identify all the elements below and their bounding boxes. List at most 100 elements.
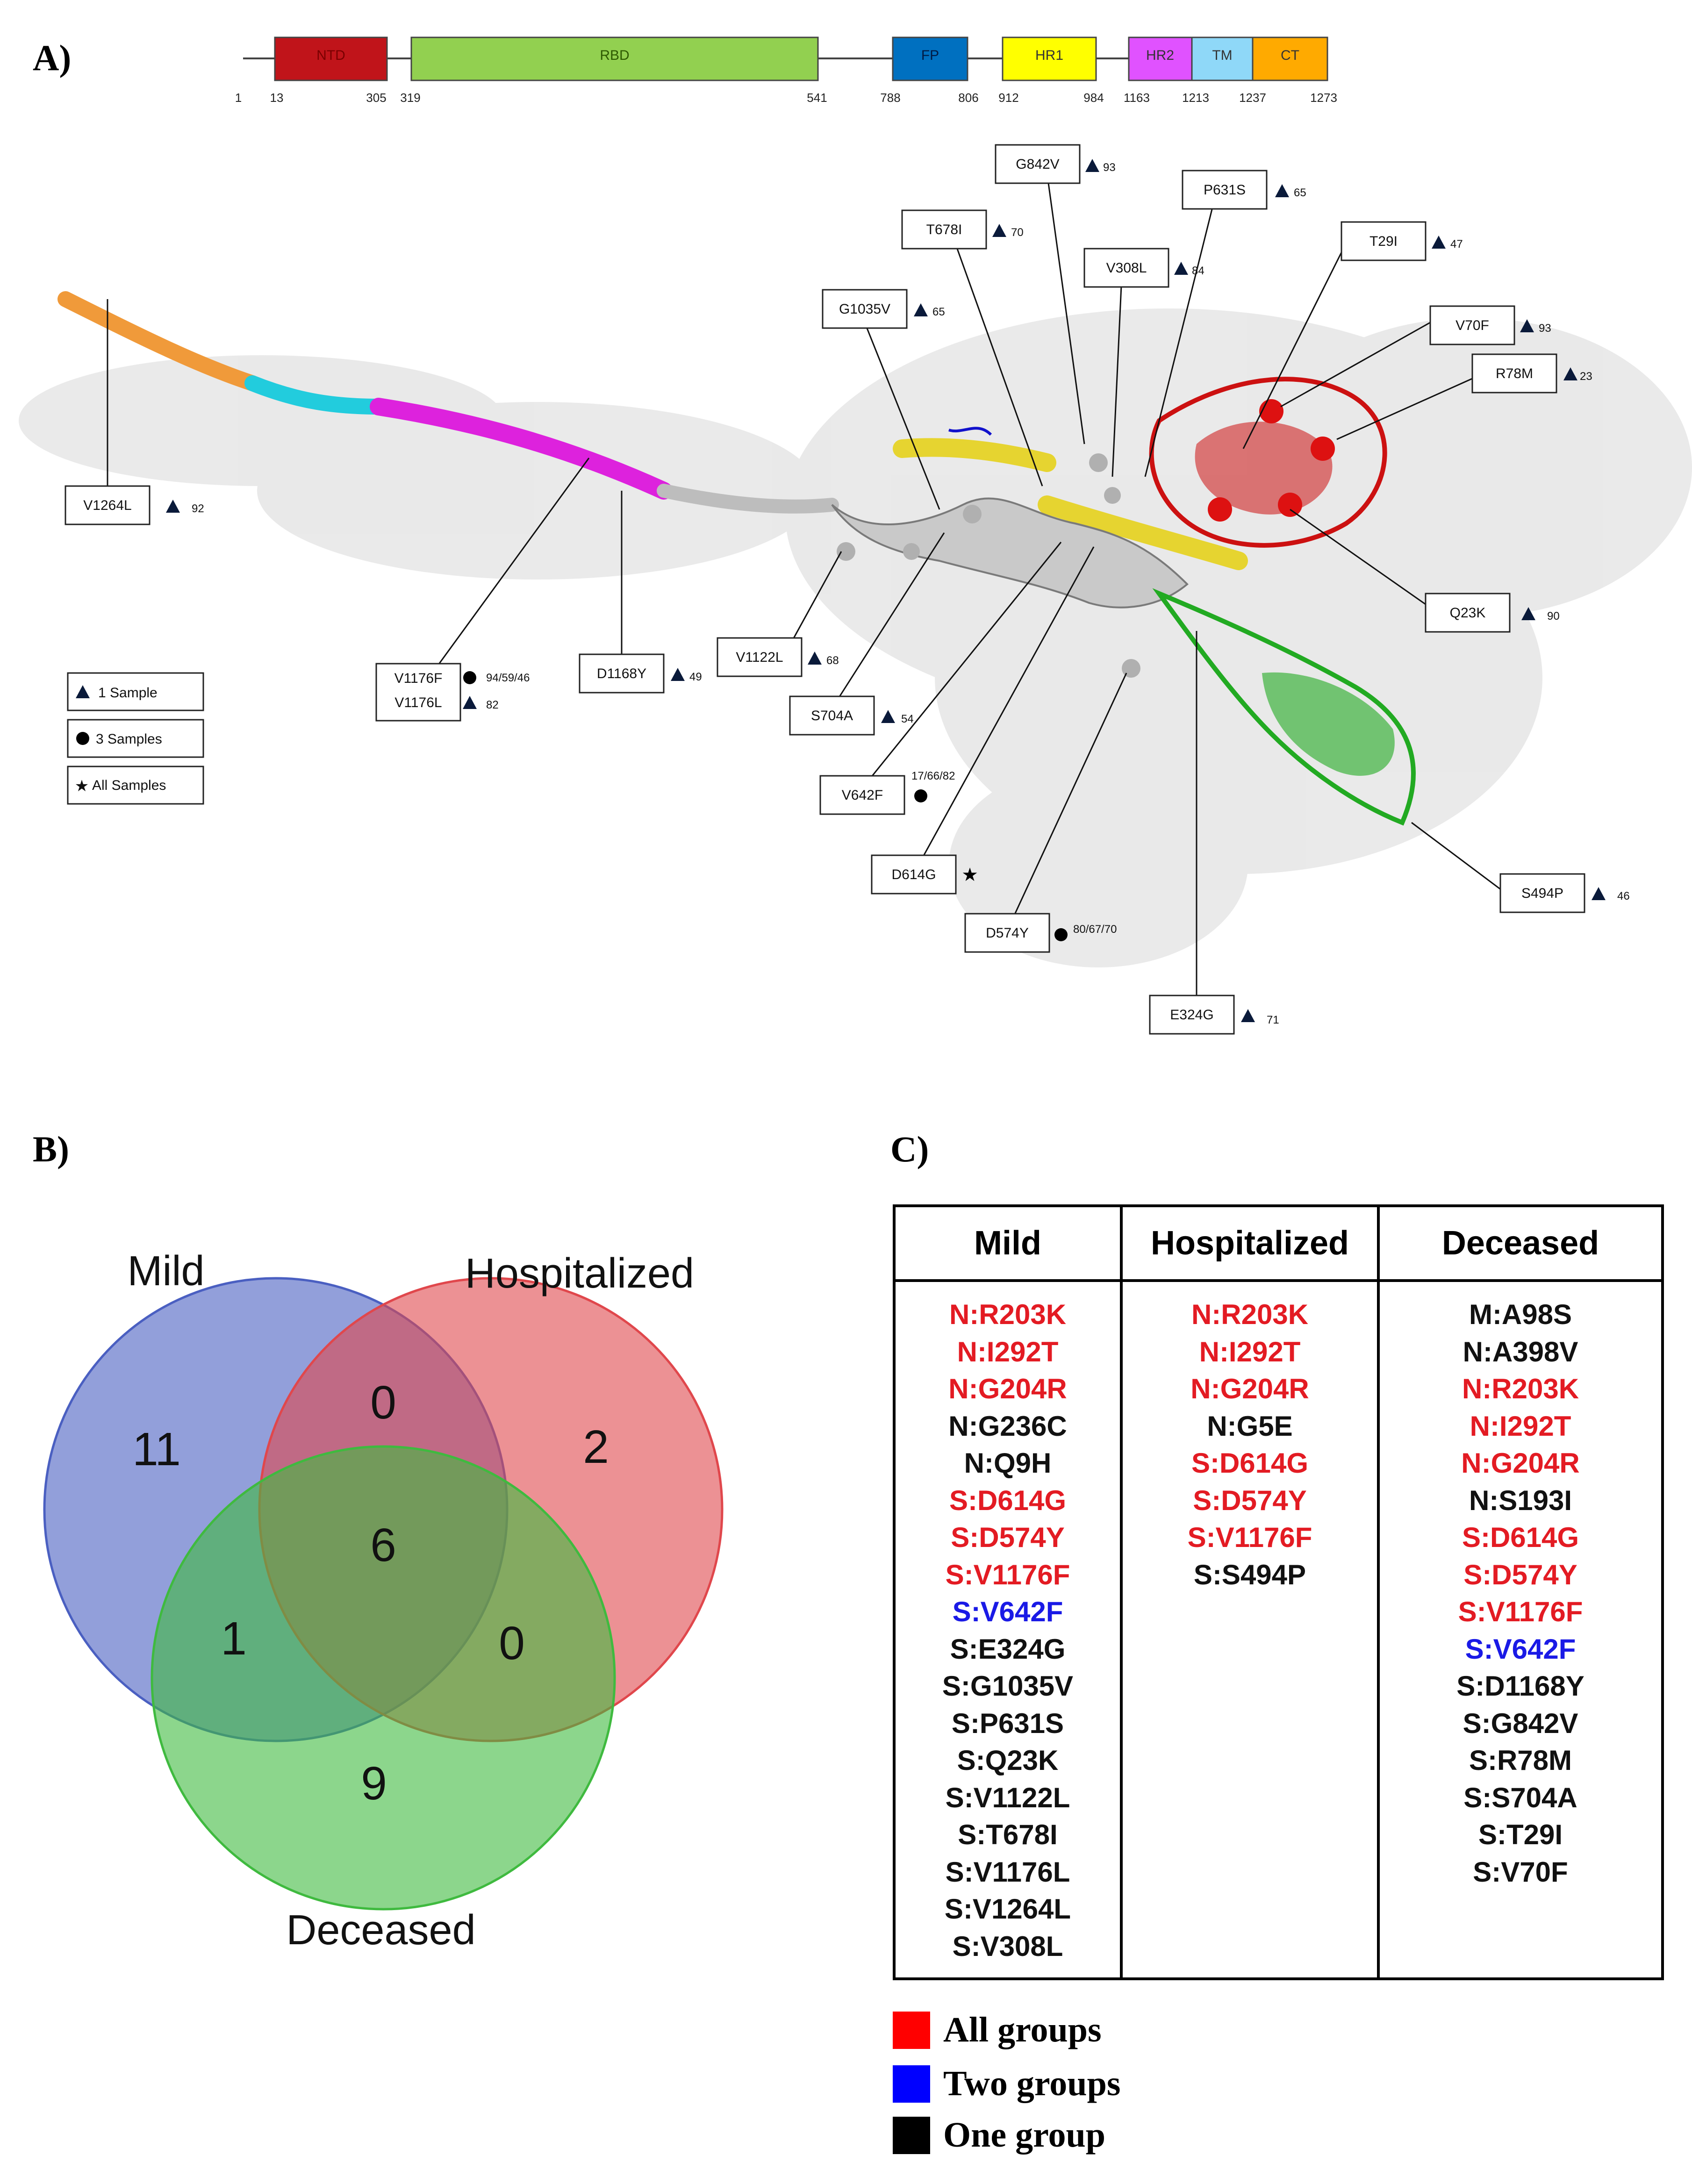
- star-marker: ★: [961, 865, 978, 885]
- venn-diagram: Mild Hospitalized Deceased 11 0 2 6 1 0 …: [43, 1248, 724, 1954]
- domain-hr1: [1002, 36, 1097, 81]
- mutation-count: 54: [901, 713, 914, 725]
- legend-one-sample: 1 Sample: [98, 685, 158, 701]
- position-label: 319: [400, 91, 420, 105]
- venn-count-all: 6: [370, 1519, 396, 1571]
- mutation-count: 94/59/46: [486, 672, 530, 684]
- table-cell-mutation: N:R203K: [949, 1299, 1067, 1330]
- mutation-label: D614G: [891, 867, 936, 882]
- table-cell-mutation: S:D1168Y: [1456, 1670, 1584, 1702]
- legend-swatch-black: [893, 2116, 930, 2154]
- table-header-hospitalized: Hospitalized: [1120, 1207, 1380, 1282]
- mutation-count: 93: [1103, 161, 1116, 174]
- position-label: 984: [1083, 91, 1104, 105]
- mutation-count: 92: [192, 502, 204, 515]
- mutation-count: 80/67/70: [1073, 923, 1117, 936]
- table-cell-mutation: S:D614G: [1191, 1447, 1309, 1479]
- table-cell-mutation: S:V1176F: [1187, 1522, 1312, 1553]
- venn-count-hospitalized-deceased: 0: [499, 1617, 525, 1669]
- table-cell-mutation: S:V642F: [1465, 1633, 1576, 1665]
- mutation-count: 23: [1580, 370, 1592, 383]
- mutation-label: V1122L: [736, 650, 783, 665]
- table-cell-mutation: N:I292T: [957, 1336, 1059, 1368]
- mutation-label: R78M: [1496, 366, 1533, 381]
- venn-count-mild-deceased: 1: [221, 1612, 247, 1665]
- mutation-count: 93: [1539, 322, 1551, 335]
- position-label: 788: [880, 91, 900, 105]
- panel-a-label: A): [33, 37, 72, 78]
- venn-label-deceased: Deceased: [286, 1907, 475, 1954]
- table-cell-mutation: S:V1264L: [944, 1893, 1071, 1925]
- domain-label-fp: FP: [921, 48, 939, 63]
- venn-label-hospitalized: Hospitalized: [465, 1250, 694, 1297]
- table-cell-mutation: S:D614G: [1462, 1522, 1579, 1553]
- mutation-count: 68: [826, 654, 839, 667]
- legend-label-two-groups: Two groups: [943, 2064, 1121, 2103]
- mutation-label: V1176L: [394, 695, 442, 710]
- mutation-count: 70: [1011, 226, 1024, 239]
- position-label: 1: [235, 91, 242, 105]
- table-cell-mutation: N:Q9H: [964, 1447, 1052, 1479]
- domain-label-hr2: HR2: [1146, 48, 1174, 63]
- domain-ct: [1252, 36, 1328, 81]
- protein-structure: [19, 291, 1692, 967]
- mutation-count: 65: [1294, 186, 1306, 199]
- domain-map: NTD RBD FP HR1 HR2 TM CT 1 13 305 319 54…: [235, 36, 1337, 105]
- marker-legend: 1 Sample 3 Samples ★ All Samples: [67, 672, 204, 805]
- position-label: 806: [958, 91, 978, 105]
- venn-count-hospitalized-only: 2: [583, 1421, 609, 1473]
- mutation-label: V70F: [1455, 318, 1489, 333]
- table-cell-mutation: S:S494P: [1193, 1559, 1306, 1590]
- legend-label-one-group: One group: [943, 2115, 1106, 2155]
- mutation-label: P631S: [1204, 182, 1246, 198]
- mutation-label: T29I: [1369, 234, 1398, 249]
- mutation-label: G842V: [1016, 157, 1059, 172]
- position-label: 1213: [1182, 91, 1209, 105]
- table-cell-mutation: S:V1176L: [945, 1856, 1070, 1888]
- mutation-label: V642F: [842, 788, 883, 803]
- mutation-label: V1176F: [394, 671, 443, 686]
- position-label: 541: [807, 91, 827, 105]
- venn-label-mild: Mild: [127, 1248, 204, 1295]
- venn-count-mild-hospitalized: 0: [370, 1376, 396, 1429]
- domain-fp: [892, 36, 968, 81]
- table-cell-mutation: S:V308L: [952, 1930, 1063, 1962]
- table-cell-mutation: S:D574Y: [1193, 1484, 1307, 1516]
- panel-b-label: B): [33, 1129, 69, 1169]
- table-cell-mutation: S:D574Y: [951, 1522, 1065, 1553]
- panel-a-figure: NTD RBD FP HR1 HR2 TM CT 1 13 305 319 54…: [19, 36, 1692, 1035]
- mutation-count: 84: [1192, 265, 1204, 277]
- mutation-count: 65: [932, 306, 945, 318]
- mutation-label: D574Y: [986, 925, 1029, 941]
- table-cell-mutation: S:V1176F: [945, 1559, 1070, 1590]
- domain-label-hr1: HR1: [1035, 48, 1063, 63]
- venn-set-deceased: [151, 1445, 616, 1911]
- table-cell-mutation: S:P631S: [951, 1707, 1064, 1739]
- domain-label-rbd: RBD: [600, 48, 629, 63]
- callout-lines: [107, 172, 1506, 1000]
- table-cell-mutation: N:I292T: [1470, 1410, 1571, 1442]
- mutation-label: V308L: [1106, 260, 1147, 276]
- table-cell-mutation: S:T678I: [958, 1819, 1058, 1850]
- table-cell-mutation: S:V1122L: [945, 1782, 1070, 1813]
- table-cell-mutation: M:A98S: [1469, 1299, 1572, 1330]
- table-header-mild: Mild: [896, 1207, 1120, 1282]
- mutation-count: 71: [1267, 1014, 1279, 1026]
- mutation-label: T678I: [926, 222, 962, 237]
- mutation-count: 17/66/82: [911, 770, 955, 782]
- position-label: 912: [998, 91, 1018, 105]
- domain-label-tm: TM: [1212, 48, 1232, 63]
- mutation-label: Q23K: [1450, 605, 1486, 621]
- position-label: 13: [270, 91, 284, 105]
- venn-count-deceased-only: 9: [361, 1757, 387, 1810]
- table-cell-mutation: S:V1176F: [1458, 1596, 1583, 1627]
- table-cell-mutation: N:S193I: [1469, 1484, 1572, 1516]
- table-cell-mutation: S:V70F: [1473, 1856, 1568, 1888]
- table-cell-mutation: N:G204R: [948, 1373, 1067, 1404]
- legend-row-one-group: One group: [893, 2115, 1105, 2155]
- legend-all-samples: All Samples: [92, 778, 166, 793]
- legend-swatch-blue: [893, 2065, 930, 2103]
